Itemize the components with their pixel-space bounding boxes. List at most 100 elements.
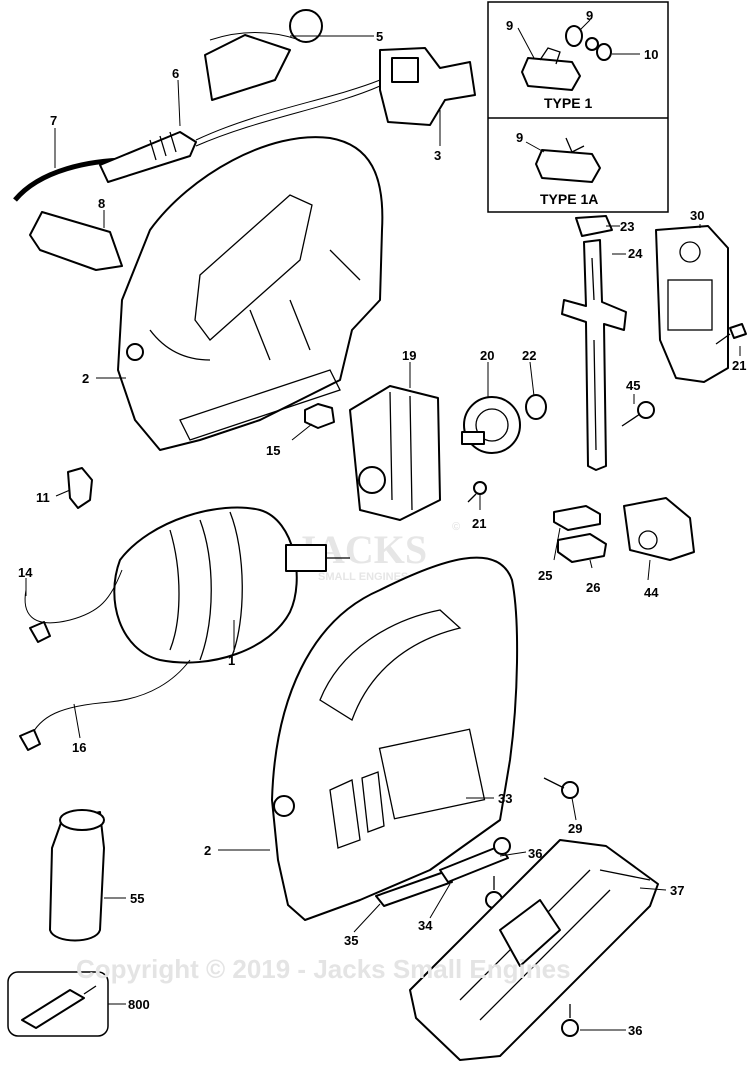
callout-21-right: 21 — [732, 358, 746, 373]
screw-21-center-head — [473, 481, 487, 495]
callout-19: 19 — [402, 348, 416, 363]
dust-port-top — [59, 809, 105, 831]
shoe-37 — [409, 839, 659, 1061]
housing-left-half — [117, 136, 384, 451]
screw-21-center-shank — [467, 493, 477, 503]
callout-44: 44 — [644, 585, 659, 600]
part-9-type1-shape — [521, 57, 581, 91]
part-9-type1-clip — [539, 47, 561, 65]
callout-3: 3 — [434, 148, 441, 163]
part-10-washer — [565, 25, 583, 47]
strain-relief-ribs — [149, 131, 177, 161]
back-plate-outline — [655, 225, 729, 383]
bearing-22 — [525, 394, 547, 420]
housing-right-label-area — [378, 728, 486, 820]
roller-guide-wheel — [638, 530, 658, 550]
callout-14: 11 — [36, 490, 50, 505]
callout-55: 55 — [130, 891, 144, 906]
speed-dial-5 — [289, 9, 323, 43]
housing-right-half — [271, 556, 519, 921]
part-9-type1a-shape — [535, 149, 601, 183]
gear-housing-bore — [358, 466, 386, 494]
clamp-26 — [557, 533, 607, 563]
screw-29-shank — [543, 777, 565, 789]
callout-22: 22 — [522, 348, 536, 363]
callout-15: 14 — [18, 565, 33, 580]
screw-45 — [621, 401, 655, 427]
shoe-bevel-bracket — [499, 899, 561, 967]
lead-wire-16-terminal — [19, 729, 41, 751]
housing-right-handle-slot — [319, 609, 462, 721]
callout-9-type1: 9 — [506, 18, 513, 33]
housing-left-handle-slot — [194, 194, 313, 341]
callout-26: 26 — [586, 580, 600, 595]
switch-terminal — [391, 57, 419, 83]
callout-45: 45 — [626, 378, 640, 393]
dust-port-body — [49, 811, 105, 942]
back-plate-30 — [655, 225, 729, 383]
screw-29 — [543, 777, 579, 799]
cord-assembly — [13, 9, 476, 202]
type1a-label: TYPE 1A — [540, 191, 598, 207]
callout-35: 35 — [344, 933, 358, 948]
callout-10: 9 — [586, 8, 593, 23]
screw-29-head — [561, 781, 579, 799]
inset-frame — [487, 1, 669, 213]
callout-21-center: 21 — [472, 516, 486, 531]
clamp-25 — [553, 505, 601, 531]
callout-25: 25 — [538, 568, 552, 583]
callout-37: 37 — [670, 883, 684, 898]
part-11-cap — [596, 43, 612, 61]
screw-21-right — [715, 323, 747, 345]
dial-wire — [209, 32, 301, 41]
switch-type-inset: TYPE 1 TYPE 1A — [487, 1, 669, 213]
callout-23: 23 — [620, 219, 634, 234]
gear-housing-outline — [349, 385, 441, 521]
roller-guide-44 — [623, 497, 695, 561]
part-9-type1a-spring — [565, 137, 585, 153]
leader-lines — [25, 19, 741, 1031]
armature-windings — [169, 511, 243, 661]
blade-holder-35 — [375, 871, 453, 907]
gear-housing-19 — [349, 385, 441, 521]
accessory-800-tip — [83, 985, 97, 995]
housing-left-boss — [126, 343, 144, 361]
gear-20-pin — [461, 431, 485, 445]
callout-36-lower: 36 — [628, 1023, 642, 1038]
callout-8: 8 — [98, 196, 105, 211]
housing-left-outline — [117, 136, 384, 451]
callout-6: 6 — [172, 66, 179, 81]
callout-11: 10 — [644, 47, 658, 62]
callout-2-lower: 2 — [204, 843, 211, 858]
screw-21-center — [467, 481, 487, 503]
screw-36-lower-head — [561, 1019, 579, 1037]
callout-20: 20 — [480, 348, 494, 363]
callout-33: 33 — [498, 791, 512, 806]
plunger-24 — [561, 239, 627, 471]
bracket-18 — [304, 403, 335, 429]
dust-port-55 — [49, 809, 105, 942]
type1-label: TYPE 1 — [544, 95, 592, 111]
gear-20 — [461, 396, 521, 454]
screw-45-shank — [621, 413, 641, 427]
armature-commutator — [285, 544, 327, 572]
callout-7: 7 — [50, 113, 57, 128]
callout-24: 24 — [628, 246, 643, 261]
lead-wire-15-terminal — [29, 621, 51, 643]
armature-body — [113, 506, 298, 664]
housing-right-outline — [271, 556, 519, 921]
screw-21-right-head — [729, 323, 747, 339]
callout-34: 34 — [418, 918, 433, 933]
wire-guide-8 — [29, 211, 123, 271]
screw-21-right-shank — [715, 333, 731, 345]
shoe-rear-lever — [599, 869, 651, 881]
part-10-spring — [585, 37, 599, 51]
callout-2-upper: 2 — [82, 371, 89, 386]
brand-watermark-sub: SMALL ENGINES — [318, 571, 408, 583]
blade-holder-34-knob — [493, 837, 511, 855]
housing-left-inner-rib — [149, 329, 211, 361]
callout-1: 1 — [228, 653, 235, 668]
housing-right-boss — [273, 795, 295, 817]
